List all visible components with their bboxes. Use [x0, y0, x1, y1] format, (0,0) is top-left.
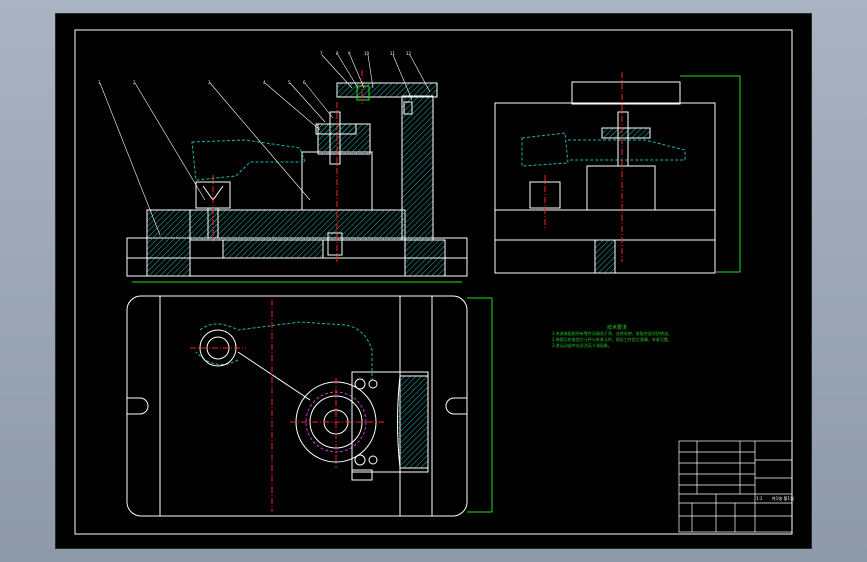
base-hatch-mid	[189, 209, 406, 241]
top-base	[126, 295, 468, 517]
washer	[315, 123, 357, 135]
balloon-10: 10	[364, 51, 370, 56]
balloon-11: 11	[390, 51, 396, 56]
drawing-border	[74, 29, 793, 535]
balloon-6: 6	[303, 80, 306, 85]
balloon-5: 5	[288, 80, 291, 85]
slot-left	[127, 397, 149, 415]
cad-drawing	[74, 29, 793, 535]
balloon-3: 3	[208, 80, 211, 85]
balloon-9: 9	[348, 51, 351, 56]
drawing-sheet: 技术要求 1.夹具装配前所有零件须清洗干净，去除毛刺，各配合面涂防锈油。 2.装…	[55, 13, 812, 549]
clamp-bar	[336, 82, 438, 98]
notes-line-3: 3.各运动部件应灵活无卡滞现象。	[552, 343, 612, 348]
top-dimension	[467, 297, 493, 513]
notes-line-2: 2.装配后检查定位元件与夹紧元件，保证工件定位准确、夹紧可靠。	[552, 337, 672, 342]
base-hatch-bottom	[222, 239, 324, 259]
notes-line-1: 1.夹具装配前所有零件须清洗干净，去除毛刺，各配合面涂防锈油。	[552, 331, 672, 336]
side-view	[494, 81, 716, 274]
top-view	[126, 295, 468, 517]
base-hatch-left	[146, 209, 191, 277]
slot-right	[445, 397, 467, 415]
balloon-1: 1	[98, 80, 101, 85]
scale-label: 1:1	[756, 496, 763, 501]
title-block-text: 1:1 共1张 第1张	[756, 496, 794, 502]
balloon-2: 2	[133, 80, 136, 85]
notes-title: 技术要求	[606, 325, 627, 331]
leader-lines	[99, 54, 431, 236]
balloon-4: 4	[263, 80, 266, 85]
side-dimension	[680, 75, 741, 273]
side-block	[586, 165, 656, 211]
side-washer	[601, 127, 651, 139]
front-section-view	[126, 82, 468, 283]
balloon-7: 7	[320, 51, 323, 56]
top-block	[317, 123, 371, 155]
title-block	[678, 440, 793, 533]
small-pin	[403, 101, 413, 115]
technical-notes: 技术要求 1.夹具装配前所有零件须清洗干净，去除毛刺，各配合面涂防锈油。 2.装…	[552, 325, 682, 349]
balloon-8: 8	[336, 51, 339, 56]
sheet-label: 共1张 第1张	[771, 496, 795, 501]
side-clamp-top	[571, 81, 681, 105]
upright-column	[401, 95, 434, 241]
nut	[329, 111, 341, 165]
workpiece-top	[195, 321, 373, 380]
bolt-head	[327, 232, 343, 256]
balloon-12: 12	[406, 51, 412, 56]
